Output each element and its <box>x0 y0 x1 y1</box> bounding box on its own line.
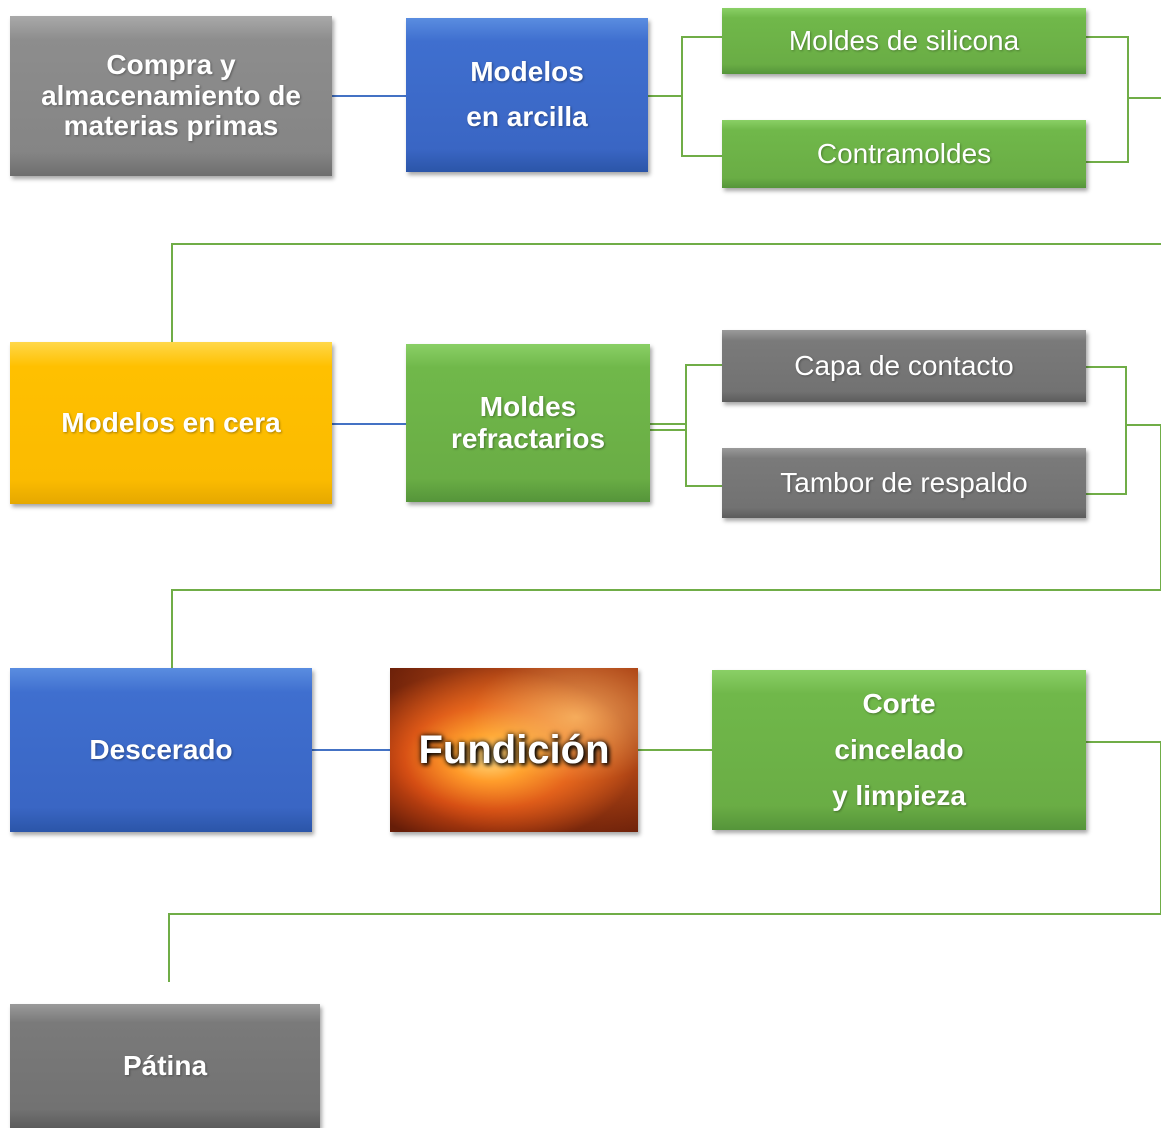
connector-capa-out <box>1086 366 1161 426</box>
node-fundicion-label: Fundición <box>418 727 610 772</box>
connector-arcilla-moldes <box>648 36 722 97</box>
node-patina: Pátina <box>10 1004 320 1128</box>
node-modelos-arcilla: Modelos en arcilla <box>406 18 648 172</box>
connector-arcilla-contramoldes <box>681 96 722 157</box>
node-modelos-cera-label: Modelos en cera <box>61 406 281 438</box>
node-modelos-arcilla-label: Modelos en arcilla <box>466 56 588 132</box>
node-moldes-refractarios-label: Moldes refractarios <box>450 390 606 454</box>
node-contramoldes-label: Contramoldes <box>816 137 992 169</box>
connector-refractarios-capa <box>650 364 722 425</box>
node-moldes-silicona: Moldes de silicona <box>722 8 1086 74</box>
node-moldes-silicona-label: Moldes de silicona <box>788 24 1020 56</box>
connector-moldes-out <box>1086 36 1161 99</box>
node-descerado: Descerado <box>10 668 312 832</box>
connector-return-2 <box>171 589 1161 668</box>
node-moldes-refractarios: Moldes refractarios <box>406 344 650 502</box>
node-compra: Compra y almacenamiento de materias prim… <box>10 16 332 176</box>
node-compra-label: Compra y almacenamiento de materias prim… <box>41 48 301 142</box>
node-patina-label: Pátina <box>122 1049 208 1081</box>
connector-contramoldes-out <box>1086 98 1129 163</box>
node-tambor-respaldo: Tambor de respaldo <box>722 448 1086 518</box>
node-tambor-respaldo-label: Tambor de respaldo <box>780 466 1028 498</box>
node-descerado-label: Descerado <box>89 733 233 765</box>
node-capa-contacto-label: Capa de contacto <box>794 349 1014 381</box>
connector-return-1 <box>171 243 1161 344</box>
connector-tambor-out <box>1086 425 1127 495</box>
node-fundicion: Fundición <box>390 668 638 832</box>
node-contramoldes: Contramoldes <box>722 120 1086 188</box>
node-capa-contacto: Capa de contacto <box>722 330 1086 402</box>
node-modelos-cera: Modelos en cera <box>10 342 332 504</box>
connector-refractarios-tambor <box>685 424 722 487</box>
connector-return-3 <box>168 913 1161 982</box>
connector-corte-out <box>1086 741 1161 914</box>
node-corte-label: Corte cincelado y limpieza <box>832 687 966 812</box>
node-corte: Corte cincelado y limpieza <box>712 670 1086 830</box>
